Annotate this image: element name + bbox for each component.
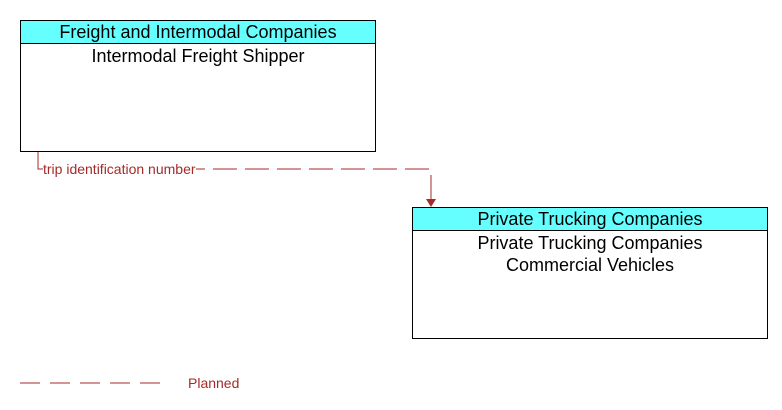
legend-planned-label: Planned: [188, 375, 240, 391]
node-body: Private Trucking Companies Commercial Ve…: [413, 231, 767, 276]
node-name-line: Intermodal Freight Shipper: [91, 46, 305, 66]
node-header-freight-and-intermodal-companies: Freight and Intermodal Companies: [21, 21, 375, 44]
flow-arrowhead: [426, 199, 436, 207]
node-name-line: Private Trucking Companies: [477, 233, 703, 253]
node-body: Intermodal Freight Shipper: [21, 44, 375, 67]
node-private-trucking-companies-commercial-vehicles[interactable]: Private Trucking Companies Private Truck…: [412, 207, 768, 339]
node-name-line: Commercial Vehicles: [505, 255, 675, 275]
flow-line-trip-identification-number[interactable]: [37, 152, 432, 200]
node-header-private-trucking-companies: Private Trucking Companies: [413, 208, 767, 231]
node-intermodal-freight-shipper[interactable]: Freight and Intermodal Companies Intermo…: [20, 20, 376, 152]
flow-label-trip-identification-number: trip identification number: [43, 161, 196, 178]
